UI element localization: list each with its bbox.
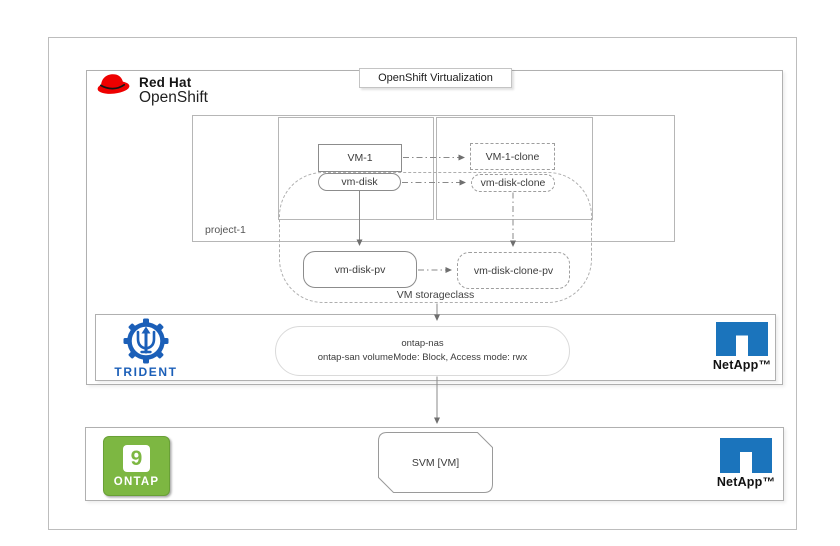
ontap-9-icon: 9	[123, 445, 150, 472]
backend-ontap-nas-text: ontap-nas	[401, 338, 444, 350]
figure-outer-border	[48, 37, 797, 530]
netapp-mark-icon	[720, 438, 772, 473]
netapp-logo-text: NetApp™	[712, 358, 772, 372]
node-vm-disk-clone: vm-disk-clone	[471, 174, 555, 192]
node-vm-disk-clone-pv: vm-disk-clone-pv	[457, 252, 570, 289]
project-label: project-1	[205, 224, 246, 236]
redhat-openshift-logo: Red Hat OpenShift	[94, 70, 208, 106]
openshift-product-text: OpenShift	[139, 89, 208, 107]
trident-logo-text: TRIDENT	[114, 365, 178, 379]
netapp-logo-text: NetApp™	[716, 475, 776, 489]
netapp-logo-ontap-bar: NetApp™	[714, 438, 778, 489]
ontap-9-logo: 9 ONTAP	[103, 436, 170, 496]
netapp-logo-trident-bar: NetApp™	[710, 322, 774, 372]
redhat-brand-text: Red Hat	[139, 75, 192, 90]
trident-logo: TRIDENT	[108, 318, 184, 379]
node-vm-1: VM-1	[318, 144, 402, 172]
vm-storageclass-boundary: VM storageclass	[279, 172, 592, 303]
trident-backend-pill: ontap-nas ontap-san volumeMode: Block, A…	[275, 326, 570, 376]
redhat-logo-text: Red Hat OpenShift	[139, 70, 208, 106]
node-vm-1-clone: VM-1-clone	[470, 143, 555, 170]
trident-gear-icon	[123, 318, 169, 364]
vm-group-box	[278, 117, 434, 220]
netapp-mark-icon	[716, 322, 768, 356]
project-box: project-1	[192, 115, 675, 242]
vm-clone-group-box	[436, 117, 593, 220]
node-vm-disk-pv: vm-disk-pv	[303, 251, 417, 288]
ontap-logo-text: ONTAP	[113, 476, 160, 488]
svm-shape	[378, 432, 493, 493]
svm-node: SVM [VM]	[378, 432, 493, 493]
backend-ontap-san-text: ontap-san volumeMode: Block, Access mode…	[317, 352, 528, 363]
redhat-fedora-icon	[97, 74, 130, 94]
node-vm-disk: vm-disk	[318, 173, 401, 191]
vm-storageclass-label: VM storageclass	[396, 289, 475, 301]
svm-label: SVM [VM]	[411, 456, 460, 469]
openshift-virtualization-badge: OpenShift Virtualization	[359, 68, 512, 88]
